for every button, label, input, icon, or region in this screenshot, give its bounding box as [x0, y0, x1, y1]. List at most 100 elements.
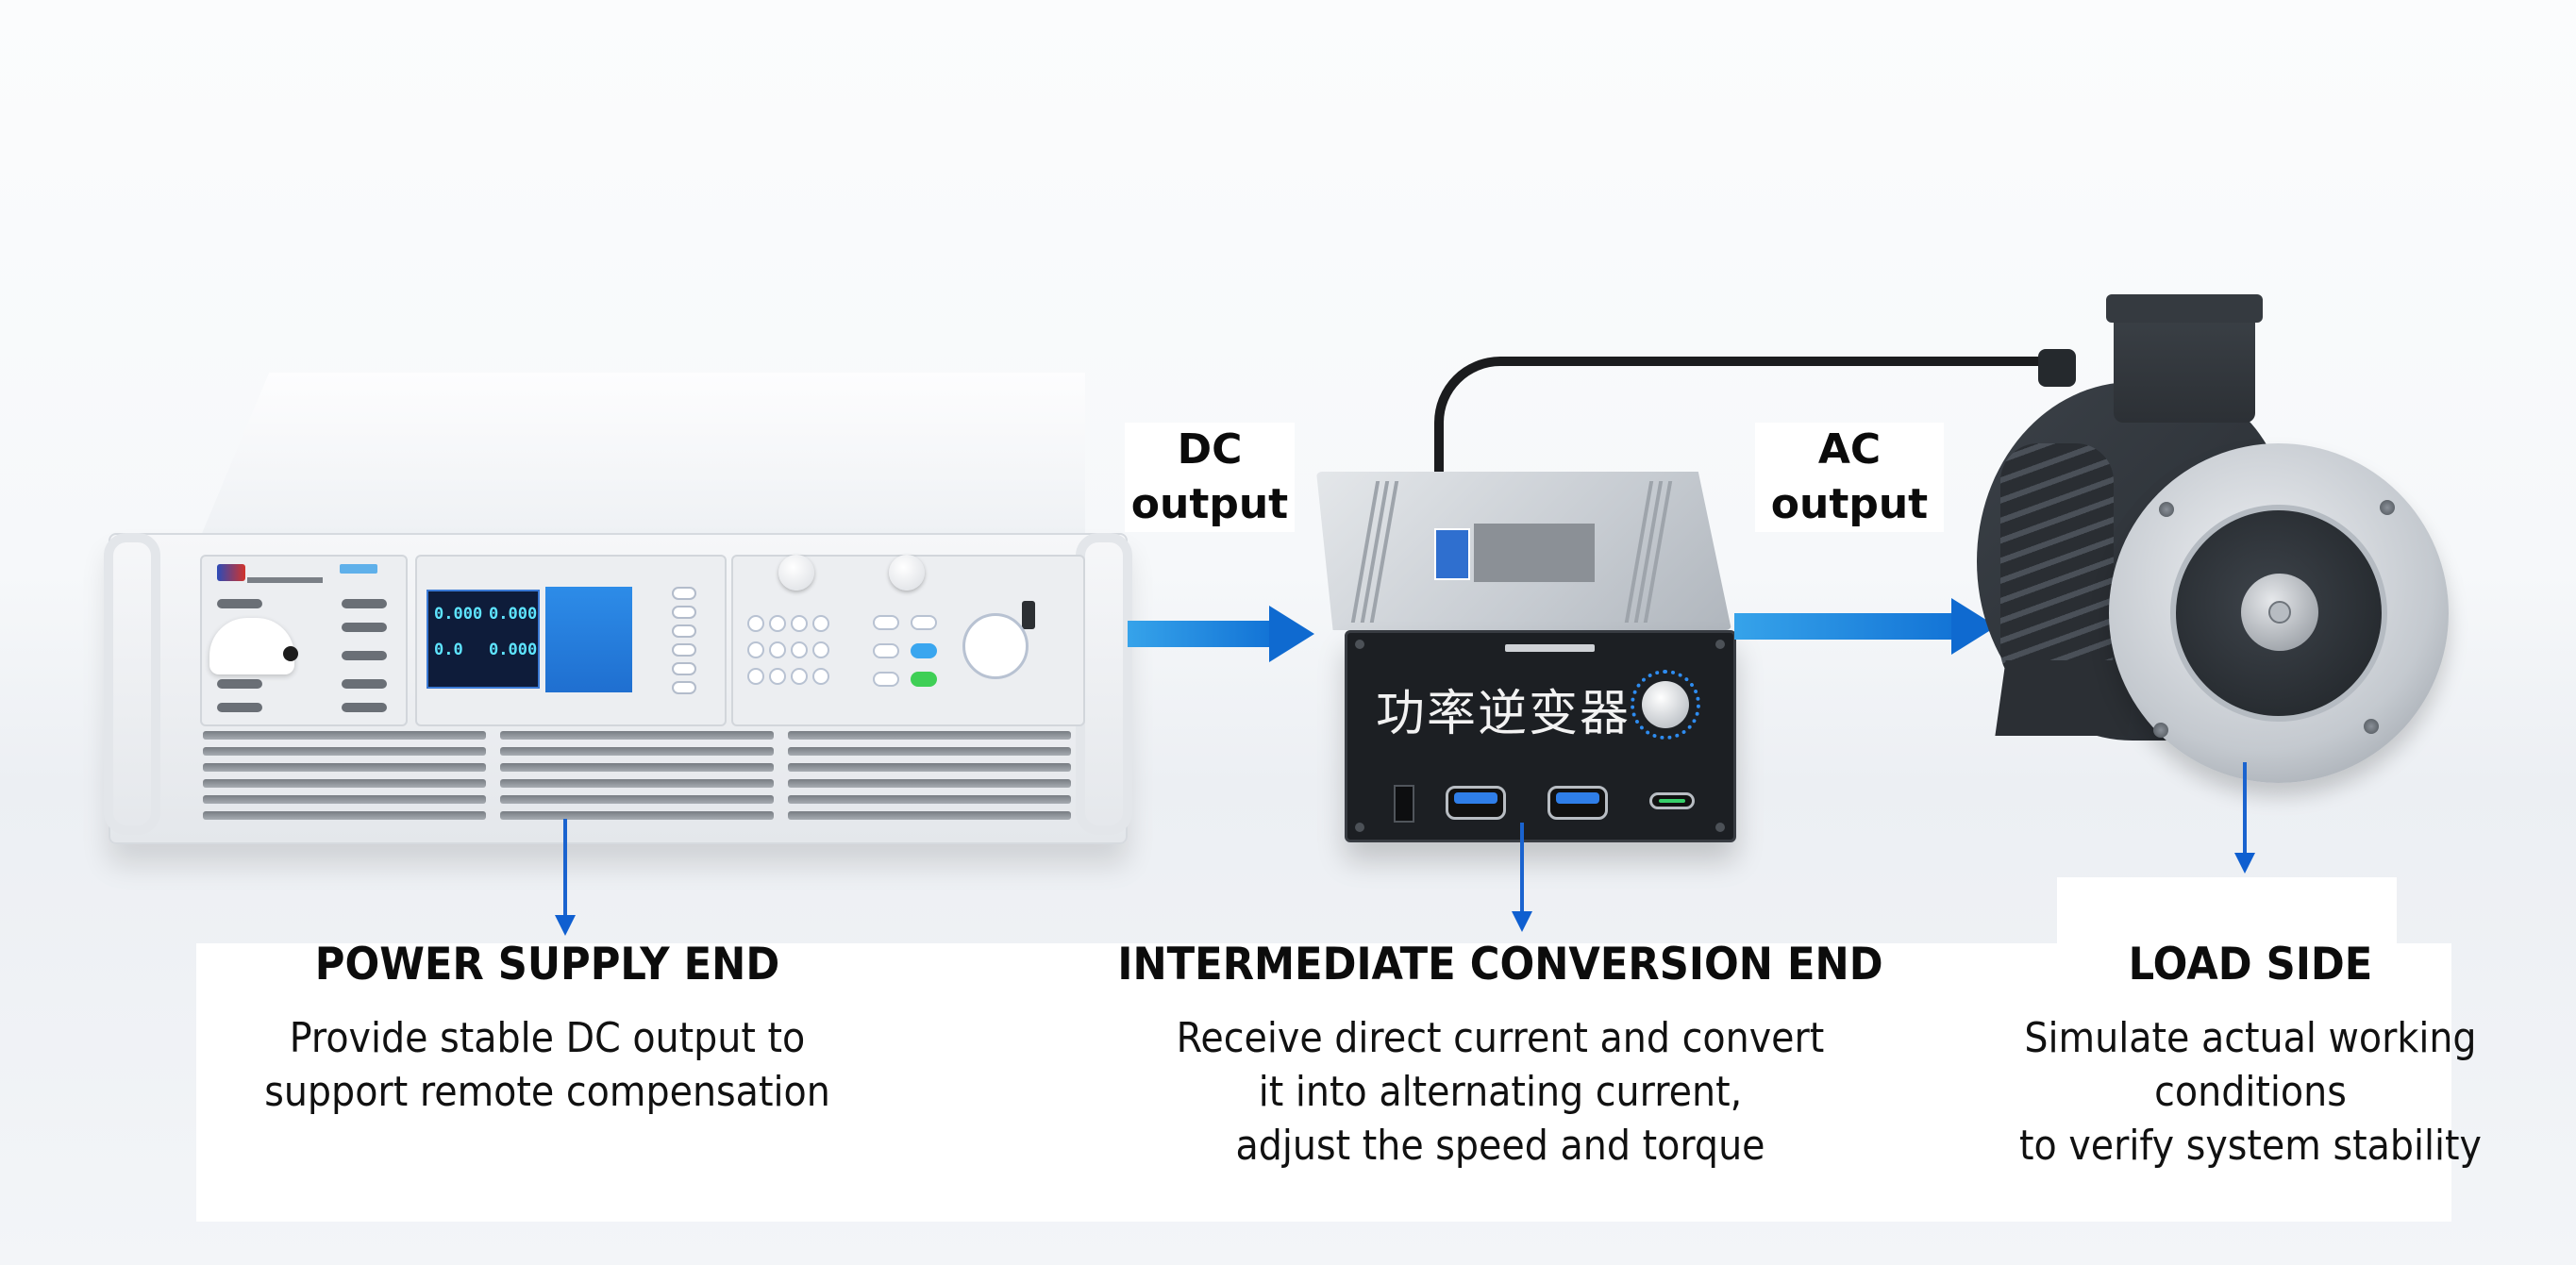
brand-logo-icon: [217, 564, 245, 581]
keypad-key-icon: [812, 641, 829, 658]
vent-slot-icon: [342, 703, 387, 712]
stage-description-line: Provide stable DC output to: [289, 1014, 806, 1062]
pointer-shaft: [2243, 762, 2247, 857]
soft-key-icon: [672, 643, 696, 657]
keypad-key-icon: [791, 615, 808, 632]
switch-lock-icon: [283, 646, 298, 661]
arrow-down-icon: [1512, 911, 1532, 932]
voltage-knob-icon: [778, 555, 814, 591]
arrow-down-icon: [2234, 853, 2255, 874]
usb-c-port-icon: [1649, 792, 1695, 809]
arrow-shaft: [1734, 613, 1953, 640]
shaft-center-icon: [2268, 601, 2291, 624]
inverter-front-label: 功率逆变器: [1376, 686, 1631, 742]
screw-icon: [1355, 823, 1364, 832]
caption-background-tab: [2057, 877, 2397, 948]
ac-label-line-2: output: [1770, 480, 1929, 528]
bolt-icon: [2364, 719, 2379, 734]
front-vent-center: [500, 731, 774, 835]
dc-output-label: DC output: [1125, 423, 1295, 532]
keypad-key-icon: [812, 615, 829, 632]
pointer-shaft: [563, 819, 567, 918]
speed-knob-icon: [1642, 681, 1689, 728]
ac-label-line-1: AC: [1817, 425, 1882, 474]
stage-description-line: support remote compensation: [264, 1068, 830, 1116]
power-switch-panel: [200, 555, 408, 726]
rotary-power-switch-icon: [209, 618, 294, 674]
brand-name-mark: [247, 577, 323, 583]
soft-key-icon: [672, 624, 696, 638]
motor-cooling-fins: [2000, 443, 2114, 689]
inverter-brand-mark: [1505, 644, 1595, 652]
keypad-key-icon: [747, 668, 764, 685]
motor-mounting-foot: [1995, 660, 2138, 736]
bolt-icon: [2380, 500, 2395, 515]
lcd-screen: 0.000 0.000 0.0 0.000: [427, 590, 540, 689]
usb-port-icon: [1022, 601, 1035, 629]
output-on-key-icon: [911, 672, 937, 687]
stage-description-line: Simulate actual working: [2024, 1014, 2477, 1062]
pointer-shaft: [1520, 823, 1524, 915]
dc-label-line-1: DC: [1177, 425, 1243, 474]
front-vent-right: [788, 731, 1071, 835]
stage-description-line: adjust the speed and torque: [1235, 1122, 1765, 1170]
arrow-right-icon: [1269, 606, 1314, 662]
rocker-switch-icon: [1394, 785, 1414, 823]
vent-slot-icon: [342, 651, 387, 660]
arrow-shaft: [1128, 621, 1269, 647]
stage-title: POWER SUPPLY END: [314, 939, 780, 990]
vent-slot-icon: [217, 679, 262, 689]
motor-cable: [1434, 357, 2038, 479]
current-knob-icon: [889, 555, 925, 591]
usb-a-port-icon: [1446, 786, 1506, 820]
keypad-key-icon: [769, 641, 786, 658]
knob-led-ring-icon: [1631, 670, 1700, 740]
soft-key-icon: [672, 587, 696, 600]
function-key-icon: [873, 643, 899, 658]
keypad-key-icon: [812, 668, 829, 685]
screw-icon: [1715, 823, 1725, 832]
ac-output-label: AC output: [1755, 423, 1944, 532]
inverter-info-window: [1474, 524, 1595, 582]
inverter-nameplate-tag: [1434, 528, 1470, 580]
front-vent-left: [203, 731, 486, 835]
model-badge: [340, 564, 377, 574]
power-readout: 0.0: [434, 641, 463, 659]
keypad-key-icon: [747, 615, 764, 632]
vent-slot-icon: [342, 599, 387, 608]
energy-readout: 0.000: [489, 641, 538, 659]
navigation-pad-icon: [962, 613, 1029, 679]
voltage-readout: 0.000: [434, 605, 483, 624]
stage-title: INTERMEDIATE CONVERSION END: [1117, 939, 1883, 990]
bolt-icon: [2159, 502, 2174, 517]
terminal-box-lid: [2106, 294, 2263, 323]
enter-key-icon: [911, 643, 937, 658]
screen-menu-sidebar: [545, 587, 632, 692]
stage-description-line: conditions: [2154, 1068, 2347, 1116]
cable-gland-icon: [2038, 349, 2076, 387]
screw-icon: [1715, 640, 1725, 649]
function-key-icon: [873, 672, 899, 687]
dc-label-line-2: output: [1130, 480, 1289, 528]
vent-slot-icon: [217, 703, 262, 712]
keypad-key-icon: [769, 615, 786, 632]
rack-handle-left-icon: [104, 533, 160, 835]
stage-title: LOAD SIDE: [2128, 939, 2373, 990]
soft-key-icon: [672, 662, 696, 675]
caption-background: [196, 943, 2451, 1222]
stage-description-line: Receive direct current and convert: [1176, 1014, 1825, 1062]
power-supply-top-cover: [198, 373, 1085, 542]
stage-description-line: to verify system stability: [2019, 1122, 2482, 1170]
vent-slot-icon: [342, 679, 387, 689]
bolt-icon: [2153, 723, 2168, 738]
current-readout: 0.000: [489, 605, 538, 624]
keypad-key-icon: [769, 668, 786, 685]
screw-icon: [1355, 640, 1364, 649]
usb-a-port-icon: [1547, 786, 1608, 820]
keypad-key-icon: [791, 641, 808, 658]
keypad-key-icon: [791, 668, 808, 685]
soft-key-icon: [672, 681, 696, 694]
arrow-down-icon: [555, 915, 576, 936]
function-key-icon: [873, 615, 899, 630]
function-key-icon: [911, 615, 937, 630]
